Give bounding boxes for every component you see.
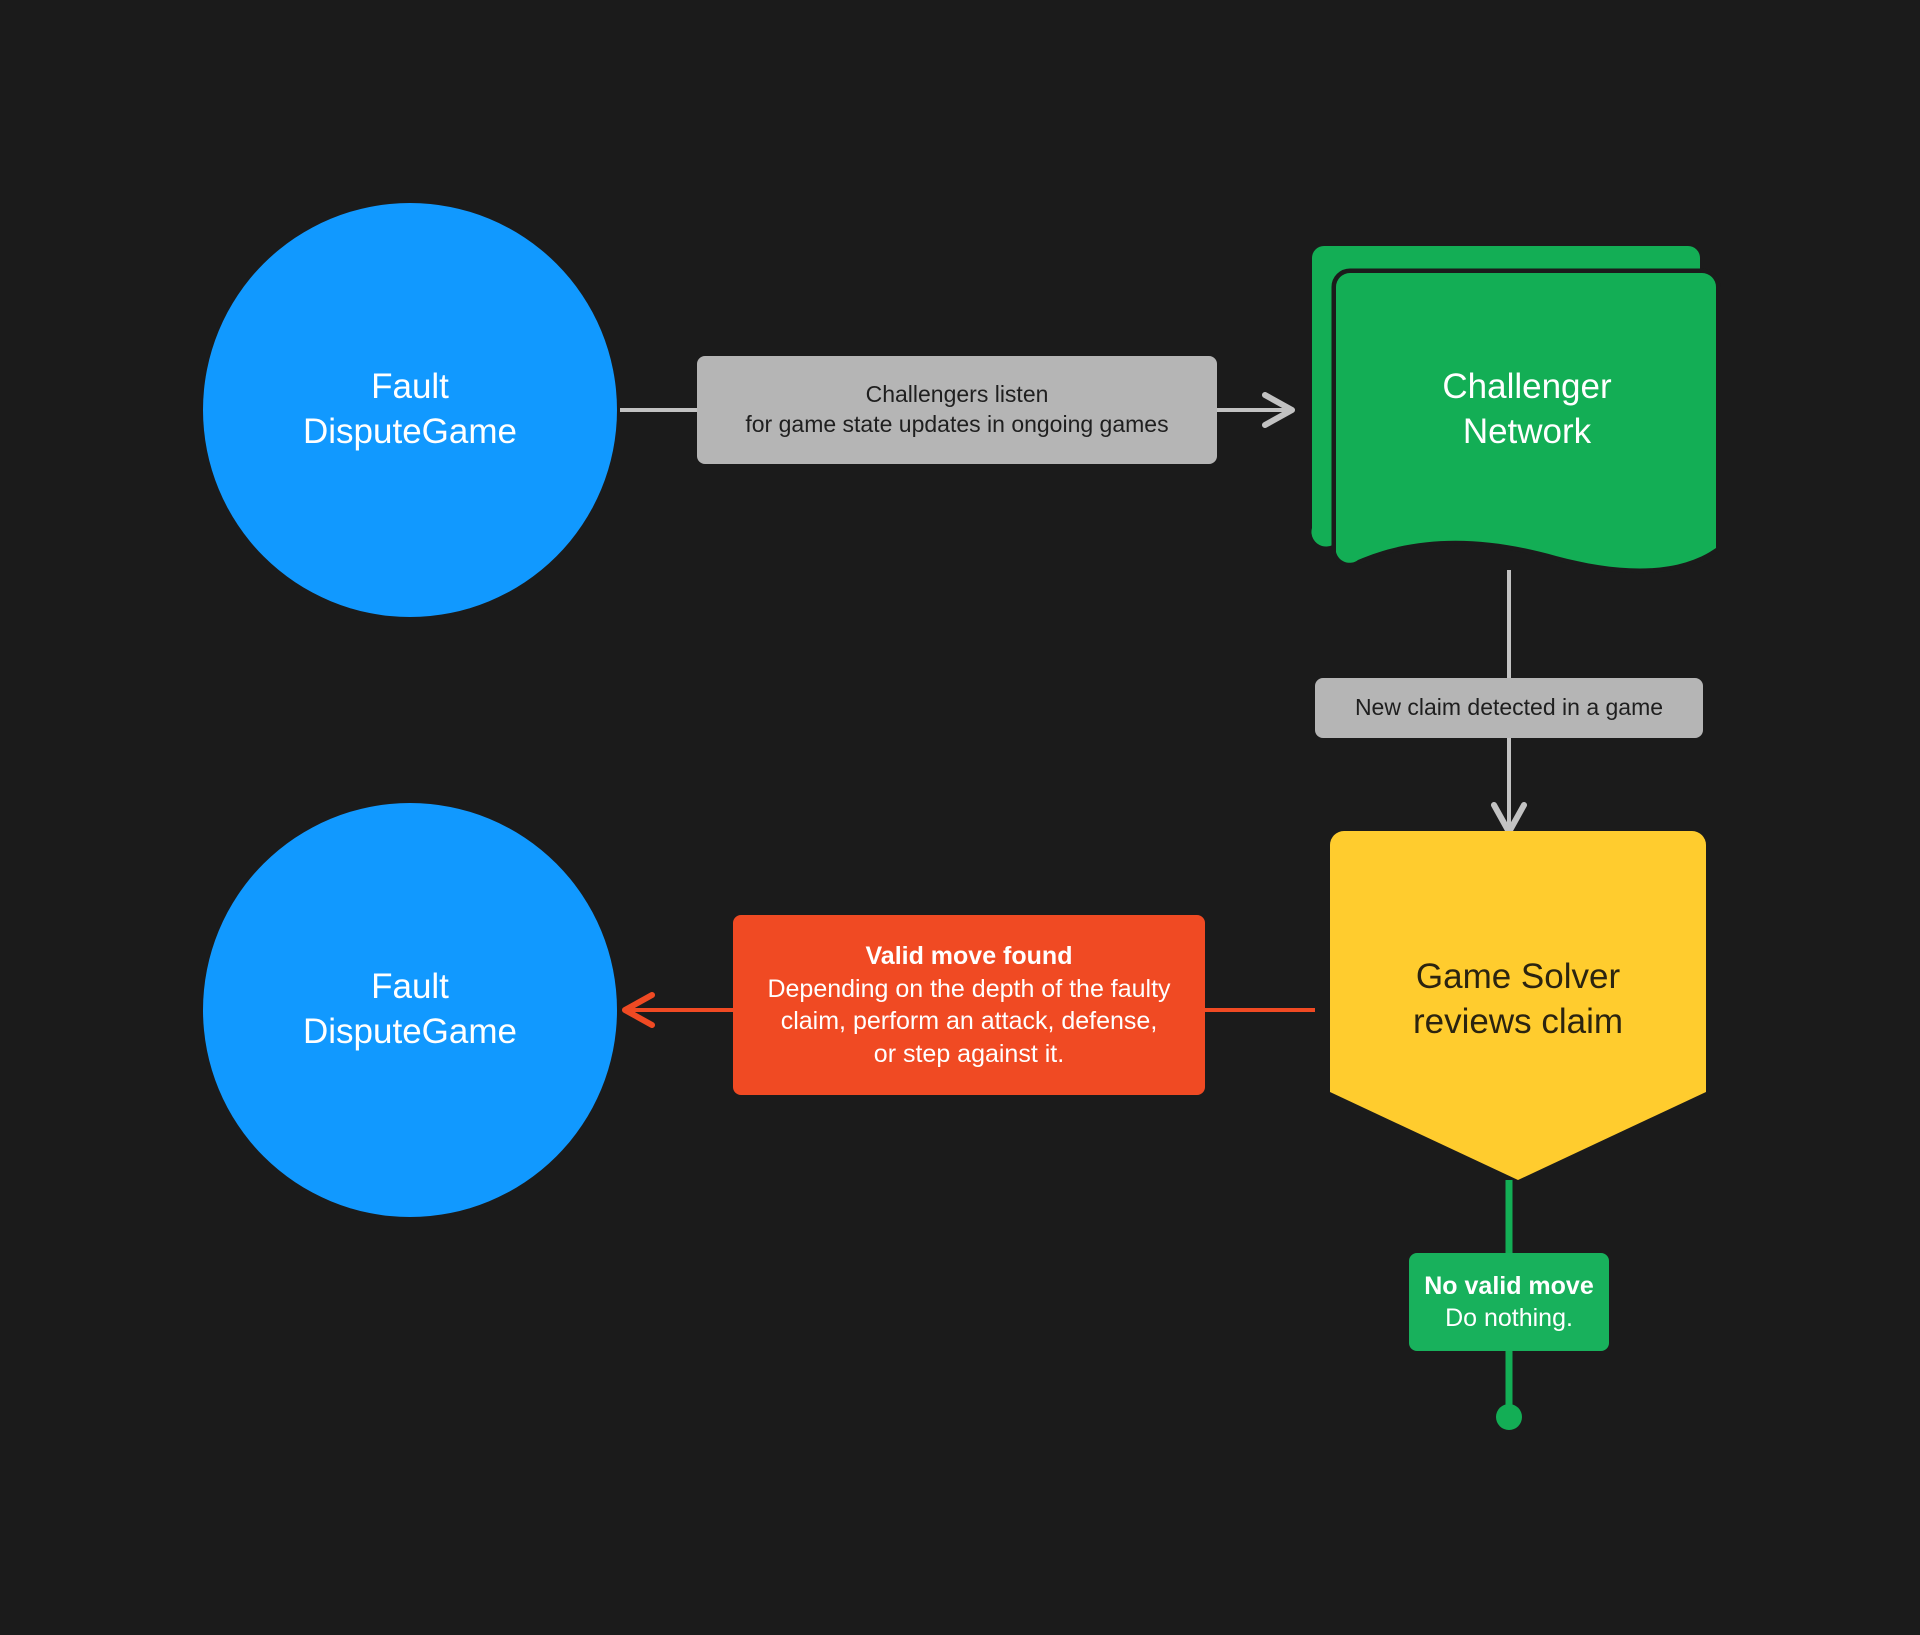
edge-label-no-valid-move: No valid move Do nothing. bbox=[1409, 1253, 1609, 1351]
edge-label-line: Valid move found bbox=[865, 942, 1073, 970]
terminator-dot bbox=[1496, 1404, 1522, 1430]
edge-label-new-claim: New claim detected in a game bbox=[1315, 678, 1703, 738]
edge-label-line: or step against it. bbox=[873, 1039, 1065, 1068]
edge-label-line: Challengers listen bbox=[865, 381, 1049, 408]
edge-label-line: for game state updates in ongoing games bbox=[745, 411, 1169, 437]
edge-label-listen: Challengers listen for game state update… bbox=[697, 356, 1217, 464]
edge-label-line: Do nothing. bbox=[1445, 1304, 1573, 1332]
edge-label-line: Depending on the depth of the faulty bbox=[767, 974, 1171, 1003]
edge-label-line: No valid move bbox=[1424, 1271, 1594, 1300]
edge-label-valid-move: Valid move found Depending on the depth … bbox=[733, 915, 1205, 1095]
edge-label-line: claim, perform an attack, defense, bbox=[780, 1007, 1158, 1035]
node-challenger-network[interactable] bbox=[1311, 246, 1721, 573]
challenger-network-front-sheet bbox=[1336, 273, 1716, 569]
node-fault-dispute-game-top[interactable] bbox=[203, 203, 617, 617]
node-game-solver[interactable] bbox=[1330, 831, 1706, 1180]
edge-label-line: New claim detected in a game bbox=[1354, 694, 1664, 721]
node-fault-dispute-game-bottom[interactable] bbox=[203, 803, 617, 1217]
